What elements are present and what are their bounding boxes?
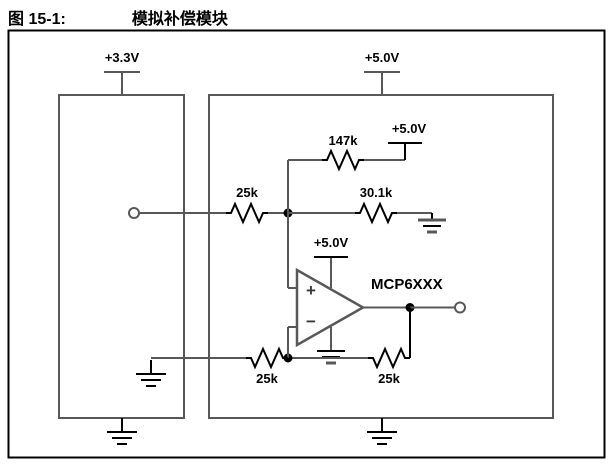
- supply-3v3-label: +3.3V: [105, 50, 140, 65]
- supply-5v-147k-label: +5.0V: [392, 121, 427, 136]
- resistor-feedback-25k-label: 25k: [378, 371, 400, 386]
- right-block-box: [208, 94, 554, 419]
- input-terminal: [128, 207, 140, 219]
- supply-5v-block-symbol: [364, 71, 400, 95]
- resistor-feedback-25k: [368, 346, 410, 370]
- opamp-mcp6xxx: [295, 267, 366, 348]
- ground-left-block: [107, 418, 137, 445]
- opamp-plus-sign: +: [306, 281, 316, 300]
- resistor-30k1-label: 30.1k: [360, 185, 393, 200]
- resistor-147k-label: 147k: [329, 133, 359, 148]
- ground-right-block: [367, 418, 397, 445]
- left-block-box: [58, 94, 185, 419]
- figure-caption: 图 15-1: 模拟补偿模块: [8, 4, 604, 30]
- supply-3v3-symbol: [104, 71, 140, 95]
- opamp-minus-sign: −: [306, 312, 316, 331]
- ground-30k1: [418, 213, 446, 234]
- ground-inner-left: [136, 360, 166, 387]
- output-terminal: [454, 301, 466, 314]
- figure-title: 模拟补偿模块: [131, 11, 228, 28]
- supply-5v-147k-symbol: [388, 142, 422, 160]
- resistor-bottom-left-25k-label: 25k: [256, 371, 278, 386]
- resistor-bottom-left-25k: [246, 346, 288, 370]
- figure-number: 图 15-1:: [8, 11, 66, 28]
- figure-border: [7, 29, 606, 459]
- resistor-30k1: [355, 201, 397, 225]
- supply-5v-block-label: +5.0V: [365, 50, 400, 65]
- resistor-input-25k: [226, 201, 268, 225]
- opamp-supply-5v-symbol: [314, 256, 348, 288]
- resistor-input-25k-label: 25k: [236, 185, 258, 200]
- opamp-supply-5v-label: +5.0V: [314, 235, 349, 250]
- resistor-147k: [322, 148, 364, 172]
- opamp-part-label: MCP6XXX: [371, 276, 443, 293]
